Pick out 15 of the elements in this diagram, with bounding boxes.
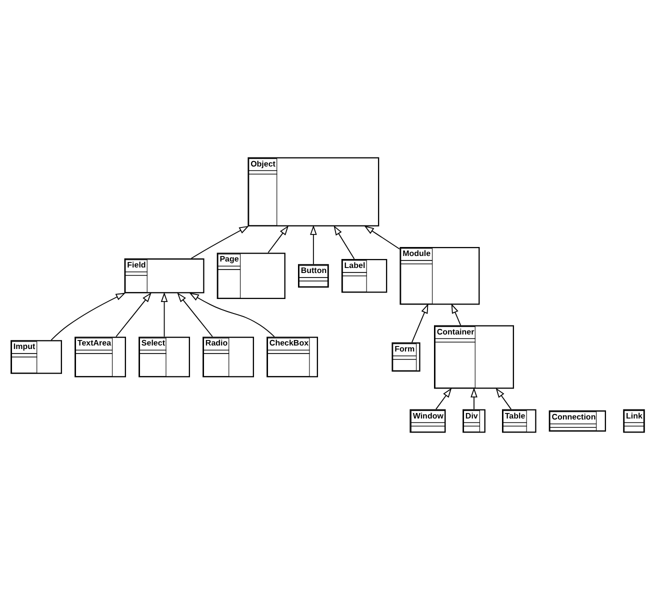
arrow (177, 292, 213, 338)
arrow (436, 388, 452, 410)
arrow (189, 292, 275, 338)
arrow (470, 388, 478, 410)
arrow (310, 225, 317, 265)
arrow (268, 225, 289, 254)
arrow (334, 225, 355, 260)
arrow (412, 304, 428, 343)
arrow (116, 292, 152, 338)
arrow (160, 292, 168, 338)
arrow (496, 388, 512, 410)
arrow (364, 226, 400, 250)
arrow (451, 303, 462, 326)
arrow (50, 292, 126, 341)
arrow (190, 226, 250, 259)
